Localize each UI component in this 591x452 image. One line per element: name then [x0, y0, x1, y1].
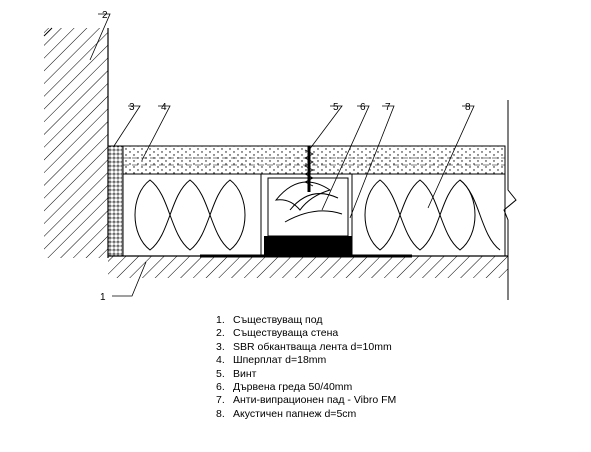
legend: 1.Съществуващ под 2.Съществуваща стена 3… [216, 314, 396, 421]
legend-item: 6.Дървена греда 50/40mm [216, 381, 353, 394]
legend-item: 8.Акустичен папнеж d=5cm [216, 407, 357, 420]
plywood-layer [122, 145, 506, 175]
callout-3: 3 [129, 102, 135, 113]
legend-item: 3.SBR обкантваща лента d=10mm [216, 340, 392, 353]
callout-2: 2 [102, 10, 108, 21]
callout-7: 7 [385, 102, 391, 113]
callout-1: 1 [100, 292, 106, 300]
callout-labels: 1 2 3 4 5 6 7 8 [100, 10, 471, 300]
acoustic-felt-right [351, 173, 506, 257]
callout-8: 8 [465, 102, 471, 113]
acoustic-felt-left [122, 173, 262, 257]
callout-5: 5 [333, 102, 339, 113]
existing-wall [43, 27, 109, 258]
callout-4: 4 [161, 102, 167, 113]
existing-floor [108, 255, 508, 278]
callout-leaders [89, 13, 475, 297]
break-line [503, 100, 517, 300]
legend-item: 5.Винт [216, 367, 257, 380]
legend-item: 7.Анти-випрационен пад - Vibro FM [216, 394, 397, 407]
legend-item: 2.Съществуваща стена [216, 327, 339, 340]
sbr-edge-strip [107, 145, 124, 257]
legend-item: 4.Шперплат d=18mm [216, 354, 327, 367]
legend-item: 1.Съществуващ под [216, 314, 323, 326]
screw [304, 146, 314, 192]
floor-section-drawing: 1 2 3 4 5 6 7 8 [43, 10, 517, 300]
callout-6: 6 [360, 102, 366, 113]
anti-vibration-pad [264, 236, 352, 256]
